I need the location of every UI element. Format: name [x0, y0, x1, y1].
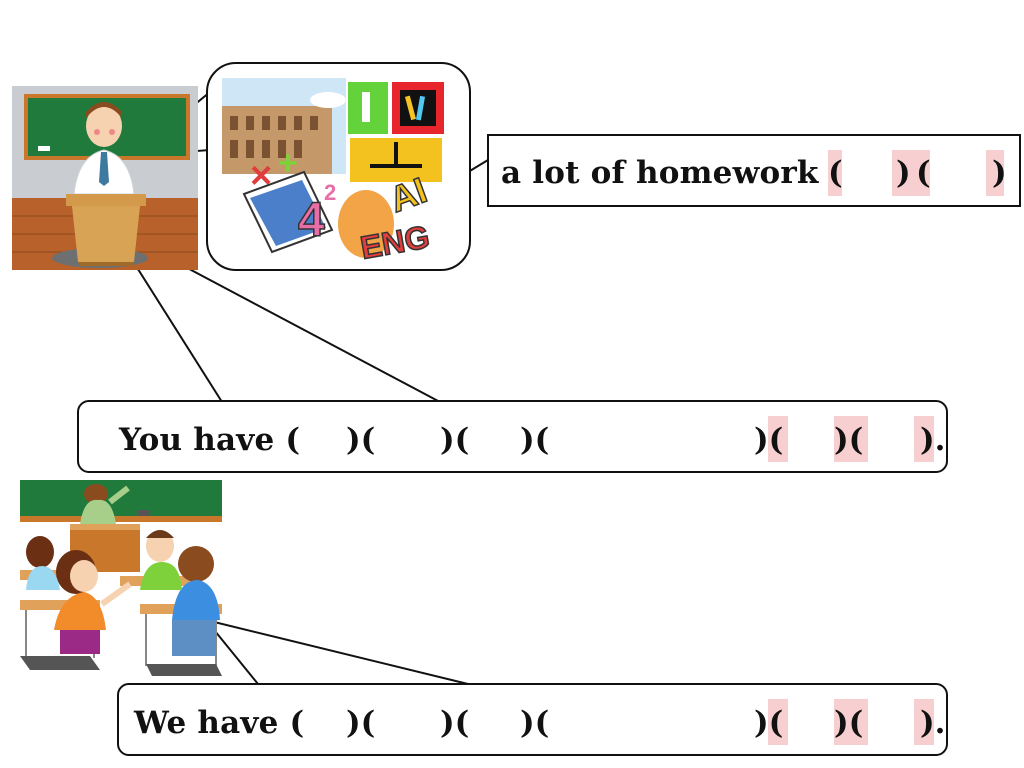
- students-blank-4: )(: [754, 705, 784, 741]
- homework-label-box: [487, 134, 1021, 207]
- paren-open-1: (: [828, 155, 843, 191]
- students-blank-6: ).: [920, 705, 946, 741]
- highlight-1: [828, 150, 842, 196]
- students-blank-1: )(: [346, 705, 376, 741]
- students-in-classroom-illustration: [20, 480, 222, 676]
- paren-close-2: ): [992, 155, 1007, 191]
- teacher-highlight-2: [834, 416, 868, 462]
- teacher-highlight-3: [914, 416, 934, 462]
- school-subjects-collage: × + 4 2 AI ENG: [222, 78, 444, 267]
- teacher-sentence-prefix: You have (: [119, 422, 301, 458]
- teacher-sentence-box: [77, 400, 948, 473]
- highlight-2: [892, 150, 930, 196]
- teacher-blank-6: ).: [920, 422, 946, 458]
- svg-text:2: 2: [324, 180, 336, 205]
- students-sentence-prefix: We have (: [134, 705, 305, 741]
- svg-text:4: 4: [298, 194, 325, 247]
- students-illustration: [20, 480, 222, 680]
- teacher-blank-2: )(: [440, 422, 470, 458]
- homework-label-text: a lot of homework: [501, 155, 819, 191]
- teacher-blank-4: )(: [754, 422, 784, 458]
- teacher-blank-5: )(: [834, 422, 864, 458]
- paren-open-2: (: [916, 155, 931, 191]
- svg-text:×: ×: [250, 155, 272, 197]
- paren-close-1: ): [896, 155, 911, 191]
- teacher-highlight-1: [768, 416, 788, 462]
- students-blank-3: )(: [520, 705, 550, 741]
- students-blank-2: )(: [440, 705, 470, 741]
- teacher-at-podium-illustration: [12, 86, 198, 270]
- teacher-blank-3: )(: [520, 422, 550, 458]
- students-highlight-3: [914, 699, 934, 745]
- students-highlight-1: [768, 699, 788, 745]
- teacher-illustration: [12, 86, 198, 270]
- highlight-3: [986, 150, 1004, 196]
- students-blank-5: )(: [834, 705, 864, 741]
- svg-text:+: +: [278, 144, 298, 182]
- students-highlight-2: [834, 699, 868, 745]
- students-sentence-box: [117, 683, 948, 756]
- teacher-blank-1: )(: [346, 422, 376, 458]
- subjects-collage: × + 4 2 AI ENG: [220, 76, 450, 267]
